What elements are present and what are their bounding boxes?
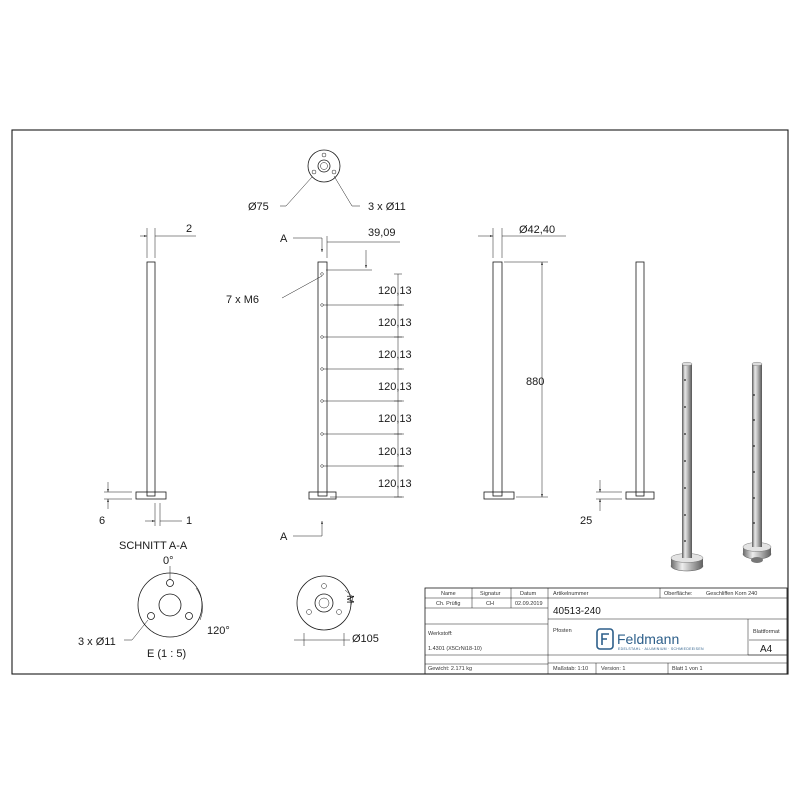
spacing-label-3: 120,13 <box>378 349 412 361</box>
section-marker-top: A <box>280 233 288 245</box>
section-holes-label: 3 x Ø11 <box>78 636 116 648</box>
tb-surface-value: Geschliffen Korn 240 <box>706 591 757 597</box>
base-thickness-label: 6 <box>99 515 105 527</box>
title-block: Name Signatur Datum Artikelnummer Oberfl… <box>424 587 788 675</box>
base-view: Ø105 M <box>294 575 379 646</box>
render-post-2 <box>742 362 772 563</box>
height-label: 880 <box>526 376 544 388</box>
front-view: A A 39,09 7 x M6 1 <box>226 227 412 543</box>
tb-surface-label: Oberfläche: <box>664 591 693 597</box>
logo-mark-icon <box>596 628 614 650</box>
spacing-label-6: 120,13 <box>378 446 412 458</box>
section-marker-bottom: A <box>280 531 288 543</box>
base-mark-label: M <box>344 595 355 603</box>
wall-thickness-label: 2 <box>186 223 192 235</box>
tb-header-name: Name <box>441 591 456 597</box>
top-view-holes: 3 x Ø11 <box>368 201 406 213</box>
tb-row-name: Ch. Prüfig <box>436 601 460 607</box>
tb-material-label: Werkstoff: <box>428 631 453 637</box>
tb-weight: Gewicht: 2.171 kg <box>428 666 472 672</box>
section-title: SCHNITT A-A <box>119 540 188 552</box>
tb-header-article: Artikelnummer <box>553 591 589 597</box>
tb-material-value: 1.4301 (X5CrNi18-10) <box>428 646 482 652</box>
offset-label: 1 <box>186 515 192 527</box>
tb-row-sig: CH <box>486 601 494 607</box>
tb-designation-label: Pfosten <box>553 628 572 634</box>
base-height-label: 25 <box>580 515 592 527</box>
spacing-label-5: 120,13 <box>378 413 412 425</box>
top-view-flange: Ø75 3 x Ø11 <box>248 149 406 213</box>
spacing-label-4: 120,13 <box>378 381 412 393</box>
side-view-3: 25 <box>580 261 655 527</box>
tb-format-label: Blattformat <box>753 629 780 635</box>
thread-note: 7 x M6 <box>226 294 259 306</box>
tb-version: Version: 1 <box>601 666 625 672</box>
tb-header-date: Datum <box>520 591 537 597</box>
tb-article-number: 40513-240 <box>553 606 601 617</box>
section-angle-label: 120° <box>207 625 230 637</box>
detail-label: E (1 : 5) <box>147 648 186 660</box>
angle-zero-label: 0° <box>163 555 174 567</box>
spacing-label-2: 120,13 <box>378 317 412 329</box>
logo-name: Feldmann <box>617 631 679 647</box>
logo-tagline: EDELSTAHL · ALUMINIUM · SCHMIEDEEISEN <box>618 647 704 651</box>
tb-sheet: Blatt 1 von 1 <box>672 666 703 672</box>
section-view: SCHNITT A-A 0° 120° 3 x Ø11 E (1 : 5) <box>78 540 230 660</box>
sheet-border <box>11 129 789 675</box>
side-view-2: Ø42,40 880 <box>478 224 566 500</box>
tb-format-value: A4 <box>760 644 773 655</box>
base-diameter-label: Ø105 <box>352 633 379 645</box>
top-view-diameter: Ø75 <box>248 201 269 213</box>
side-view-1: 2 6 1 <box>99 223 196 527</box>
tb-header-signature: Signatur <box>480 591 501 597</box>
top-offset-label: 39,09 <box>368 227 396 239</box>
render-post-1 <box>670 362 704 572</box>
spacing-label-7: 120,13 <box>378 478 412 490</box>
tube-diameter-label: Ø42,40 <box>519 224 555 236</box>
tb-row-date: 02.09.2019 <box>515 601 543 607</box>
spacing-label-1: 120,13 <box>378 285 412 297</box>
feldmann-logo: Feldmann EDELSTAHL · ALUMINIUM · SCHMIED… <box>596 628 704 651</box>
tb-scale: Maßstab: 1:10 <box>553 666 588 672</box>
